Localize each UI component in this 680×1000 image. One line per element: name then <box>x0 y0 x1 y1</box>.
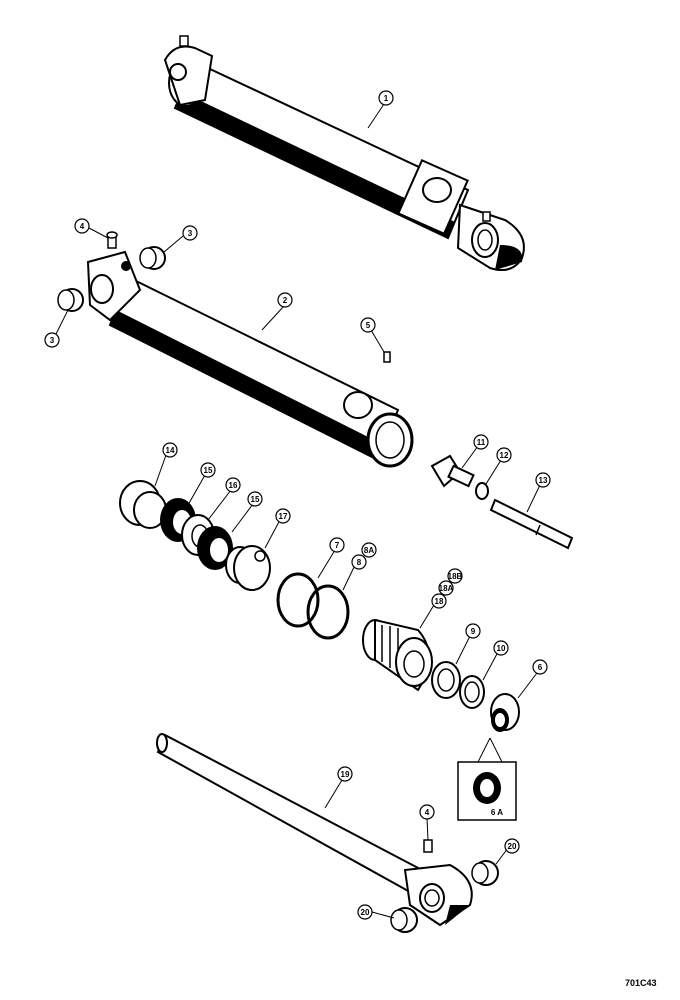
callout-2: 2 <box>277 292 293 308</box>
callout-7: 7 <box>329 537 345 553</box>
callout-18b-label: 18B <box>448 572 463 581</box>
callout-9-label: 9 <box>471 627 476 636</box>
callout-16-label: 16 <box>229 481 238 490</box>
callout-8a-label: 8A <box>364 546 374 555</box>
callout-1: 1 <box>378 90 394 106</box>
callout-4-bottom-label: 4 <box>425 808 430 817</box>
piston-rod-19 <box>156 733 473 927</box>
callout-11: 11 <box>473 434 489 450</box>
bolt-11 <box>430 454 475 488</box>
backup-ring-8 <box>306 584 350 640</box>
cylinder-tube-2 <box>86 250 414 468</box>
wiper-6 <box>490 693 520 732</box>
callout-8-label: 8 <box>357 558 362 567</box>
callout-8: 8 <box>351 554 367 570</box>
callout-14: 14 <box>162 442 178 458</box>
bushing-3-upper <box>139 246 166 270</box>
callout-17: 17 <box>275 508 291 524</box>
callout-2-label: 2 <box>283 296 288 305</box>
callout-18-label: 18 <box>435 597 444 606</box>
callout-6: 6 <box>532 659 548 675</box>
callout-13-label: 13 <box>539 476 548 485</box>
bushing-3-lower <box>57 288 84 312</box>
callout-4-bottom: 4 <box>419 804 435 820</box>
callout-18b: 18B <box>447 568 463 584</box>
ring-9 <box>431 661 461 699</box>
callout-10-label: 10 <box>497 644 506 653</box>
callout-18a: 18A <box>438 580 454 596</box>
callout-20-left: 20 <box>357 904 373 920</box>
callout-6a: 6 A <box>491 808 503 817</box>
callout-6-label: 6 <box>538 663 543 672</box>
callout-3-upper: 3 <box>182 225 198 241</box>
gland-18 <box>362 618 433 692</box>
callout-4-top-label: 4 <box>80 222 85 231</box>
callout-15-a-label: 15 <box>204 466 213 475</box>
washer-12 <box>475 482 489 500</box>
callout-13: 13 <box>535 472 551 488</box>
callout-15-a: 15 <box>200 462 216 478</box>
callout-3-upper-label: 3 <box>188 229 193 238</box>
piston-14 <box>119 480 167 529</box>
rod-13 <box>489 498 574 550</box>
callout-8a: 8A <box>361 542 377 558</box>
callout-3-lower-label: 3 <box>50 336 55 345</box>
seal-ring-15-b <box>197 526 233 570</box>
callout-7-label: 7 <box>335 541 340 550</box>
callout-15-b: 15 <box>247 491 263 507</box>
callout-5: 5 <box>360 317 376 333</box>
callout-15-b-label: 15 <box>251 495 260 504</box>
cylinder-assembly-1 <box>163 35 525 271</box>
grease-fitting-4-bottom <box>423 839 433 853</box>
callout-19-label: 19 <box>341 770 350 779</box>
ring-10 <box>459 675 485 709</box>
o-ring-7 <box>276 572 320 628</box>
callout-9: 9 <box>465 623 481 639</box>
callout-14-label: 14 <box>166 446 175 455</box>
piston-nut-17 <box>225 545 271 591</box>
callout-10: 10 <box>493 640 509 656</box>
inset-box-6a <box>457 737 517 821</box>
fitting-5 <box>383 351 391 363</box>
callout-20-right-label: 20 <box>508 842 517 851</box>
callout-18a-label: 18A <box>439 584 454 593</box>
bushing-20-right <box>471 860 499 886</box>
callout-19: 19 <box>337 766 353 782</box>
callout-3-lower: 3 <box>44 332 60 348</box>
bushing-20-left <box>390 907 418 933</box>
callout-17-label: 17 <box>279 512 288 521</box>
callout-6a-label: 6 A <box>491 808 503 817</box>
callout-20-right: 20 <box>504 838 520 854</box>
grease-fitting-4-top <box>106 231 118 249</box>
callout-1-label: 1 <box>384 94 389 103</box>
callout-20-left-label: 20 <box>361 908 370 917</box>
callout-18: 18 <box>431 593 447 609</box>
callout-12: 12 <box>496 447 512 463</box>
callout-16: 16 <box>225 477 241 493</box>
callout-11-label: 11 <box>477 438 486 447</box>
callout-5-label: 5 <box>366 321 371 330</box>
callout-12-label: 12 <box>500 451 509 460</box>
figure-id: 701C43 <box>625 978 657 988</box>
callout-4-top: 4 <box>74 218 90 234</box>
